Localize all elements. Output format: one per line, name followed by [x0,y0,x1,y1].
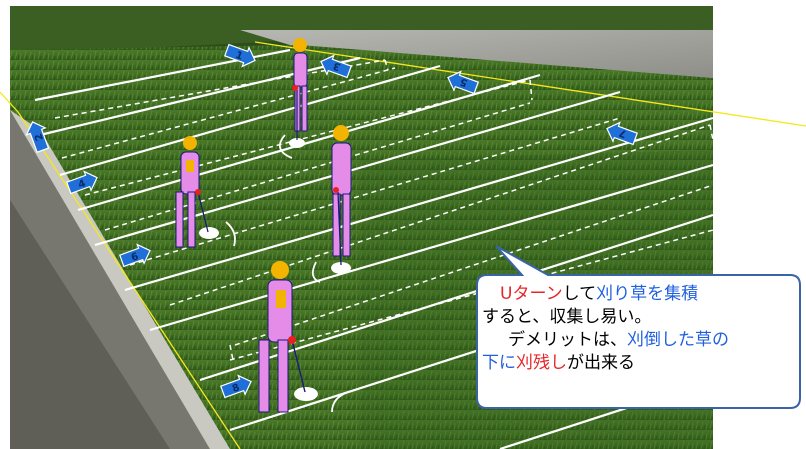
callout-line-1: Uターンして刈り草を集積 [482,283,800,306]
callout-below: 下に [482,353,516,373]
arrow-marker-5: 5 [447,70,479,95]
arrow-marker-1: 1 [224,43,256,68]
callout-leftover: 刈残し [516,353,567,373]
arrow-label-4: 4 [77,178,87,191]
callout-cut-grass: 刈倒した草の [627,330,729,350]
arrow-label-5: 5 [459,75,469,88]
callout-line-3: デメリットは、刈倒した草の [482,329,800,352]
arrow-marker-7: 7 [606,121,638,146]
arrow-label-3: 3 [332,59,342,72]
arrow-marker-4: 4 [66,170,98,195]
callout-text: Uターンして刈り草を集積 すると、収集し易い。 デメリットは、刈倒した草の 下に… [482,283,800,375]
callout-collect: 刈り草を集積 [596,284,699,304]
arrow-marker-8: 8 [220,374,252,399]
callout-uturn: Uターン [500,284,563,304]
arrow-label-8: 8 [231,382,241,395]
arrow-marker-2: 2 [25,121,50,153]
arrow-label-2: 2 [33,132,46,142]
worker-figure-left [175,136,219,248]
arrow-label-6: 6 [130,251,140,264]
arrow-label-7: 7 [618,126,628,139]
callout-occurs: が出来る [567,353,635,373]
worker-figure-bottom [258,261,318,413]
callout-line-4: 下に刈残しが出来る [482,352,800,375]
callout-bubble [476,245,801,409]
worker-figure-top [289,38,308,148]
arrow-label-1: 1 [234,50,244,63]
callout-shite: して [562,284,597,304]
worker-figure-center [331,125,352,274]
arrow-marker-3: 3 [320,54,352,79]
callout-line-2: すると、収集し易い。 [482,307,652,327]
callout-demerit: デメリットは、 [508,330,627,350]
arrow-marker-6: 6 [119,243,151,268]
